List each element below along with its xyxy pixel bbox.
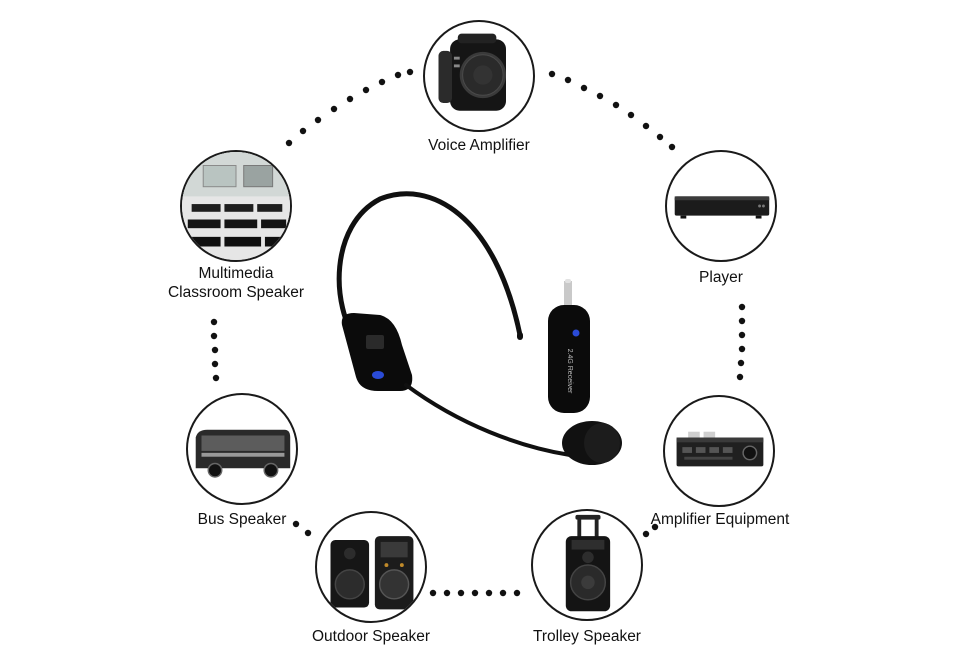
amplifier-equipment-label: Amplifier Equipment (650, 511, 790, 528)
bus-icon (195, 429, 291, 478)
transmitter (341, 313, 413, 391)
player-label: Player (699, 269, 743, 286)
multimedia-classroom-node (180, 150, 292, 262)
headset-microphone-product: 2.4G Receiver (336, 191, 622, 465)
amplifier-icon (676, 431, 764, 467)
mic-boom (404, 383, 572, 457)
bus-speaker-label: Bus Speaker (197, 511, 287, 528)
voice-amplifier-label: Voice Amplifier (428, 137, 530, 154)
receiver-text: 2.4G Receiver (566, 349, 573, 394)
voice-amplifier-node (423, 20, 535, 132)
headband (336, 191, 523, 346)
classroom-icon (182, 152, 290, 260)
trolley-speaker-node (531, 509, 643, 621)
bus-speaker-node (186, 393, 298, 505)
multimedia-label-line1: Multimedia (198, 265, 274, 282)
amplifier-equipment-node (663, 395, 775, 507)
portable-speaker-icon (438, 33, 506, 111)
multimedia-classroom-label: Multimedia Classroom Speaker (150, 264, 322, 302)
trolley-speaker-icon (565, 514, 611, 612)
player-node (665, 150, 777, 262)
trolley-speaker-label: Trolley Speaker (533, 628, 641, 645)
pa-speaker-icon (330, 536, 414, 610)
multimedia-label-line2: Classroom Speaker (167, 284, 305, 301)
outdoor-speaker-label: Outdoor Speaker (311, 628, 431, 645)
receiver: 2.4G Receiver (548, 279, 590, 413)
dvd-player-icon (674, 196, 770, 219)
outdoor-speaker-node (315, 511, 427, 623)
